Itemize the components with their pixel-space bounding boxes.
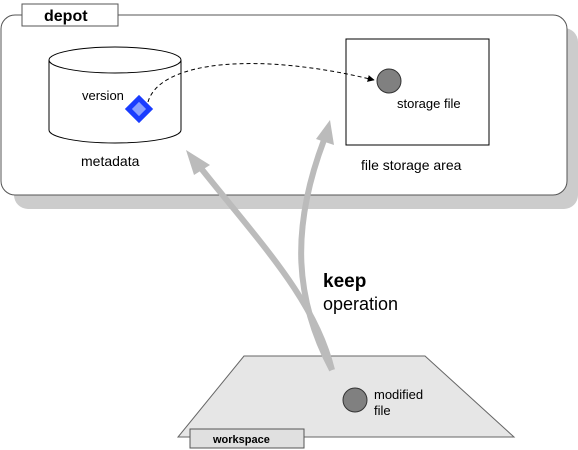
- metadata-label: metadata: [81, 153, 140, 169]
- workspace-tab: [189, 428, 305, 449]
- keep-operation-arrows: [186, 120, 335, 372]
- modified-file-label-line1: modified: [374, 387, 423, 402]
- storage-file-label: storage file: [397, 96, 461, 111]
- storage-file-icon: [376, 68, 402, 94]
- version-label: version: [82, 88, 124, 103]
- file-storage-area-box: [345, 38, 490, 146]
- modified-file-label-line2: file: [374, 403, 391, 418]
- modified-file-icon: [342, 387, 368, 413]
- depot-tab: [21, 3, 119, 27]
- version-to-storage-link: [147, 63, 375, 103]
- metadata-cylinder: [48, 46, 182, 144]
- operation-word: operation: [323, 294, 398, 314]
- depot-tab-label: depot: [44, 8, 88, 25]
- operation-name: keep: [323, 271, 366, 292]
- file-storage-area-label: file storage area: [361, 157, 462, 173]
- workspace-tab-label: workspace: [212, 434, 270, 446]
